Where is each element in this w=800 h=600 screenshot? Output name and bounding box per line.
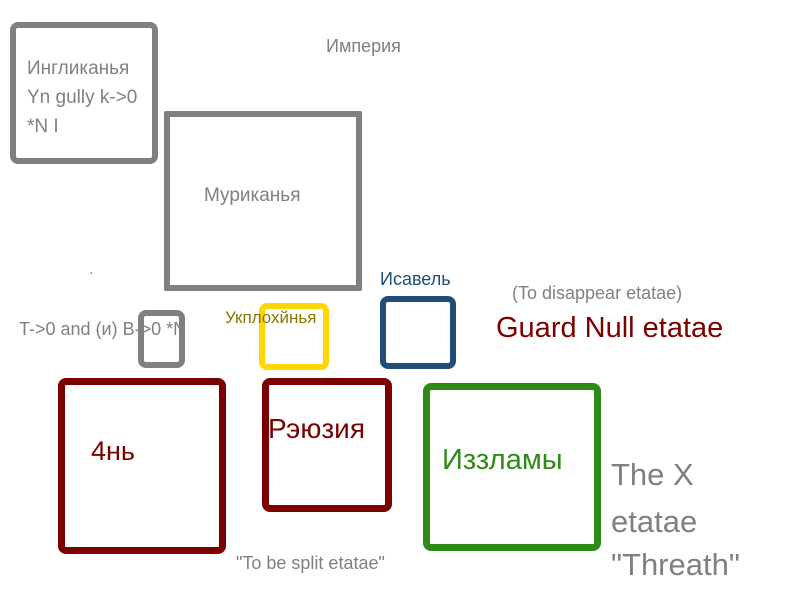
anglican-note: *N I	[27, 116, 59, 137]
4nya-box	[58, 378, 226, 554]
isabel-label: Исавель	[380, 269, 451, 289]
threat-line-3: "Threath"	[611, 547, 740, 582]
reuzia-box	[262, 378, 392, 512]
small-grey-box	[138, 310, 185, 368]
murican-label: Муриканья	[204, 185, 301, 206]
dot-mark: .	[89, 261, 94, 278]
anglican-label: Ингликанья	[27, 58, 130, 79]
4nya-label: 4нь	[91, 436, 135, 466]
empire-title: Империя	[326, 36, 401, 56]
ukplokh-label: Укплохйнья	[225, 308, 317, 327]
threat-line-1: The X	[611, 457, 694, 492]
isabel-box	[380, 296, 456, 369]
disappear-note: (To disappear etatae)	[512, 283, 683, 303]
izzlamy-box	[423, 383, 601, 551]
guard-null-heading: Guard Null etatae	[496, 312, 724, 344]
anglican-formula: Yn gully k->0	[27, 87, 138, 108]
izzlamy-label: Иззламы	[442, 444, 563, 476]
split-note: "To be split etatae"	[236, 553, 385, 573]
murican-box	[164, 111, 362, 291]
t-formula: T->0 and (и) B->0 *N	[19, 319, 187, 339]
anglican-box	[10, 22, 158, 164]
threat-line-2: etatae	[611, 504, 698, 539]
ukplokh-box	[259, 303, 329, 370]
reuzia-label: Рэюзия	[268, 413, 365, 444]
